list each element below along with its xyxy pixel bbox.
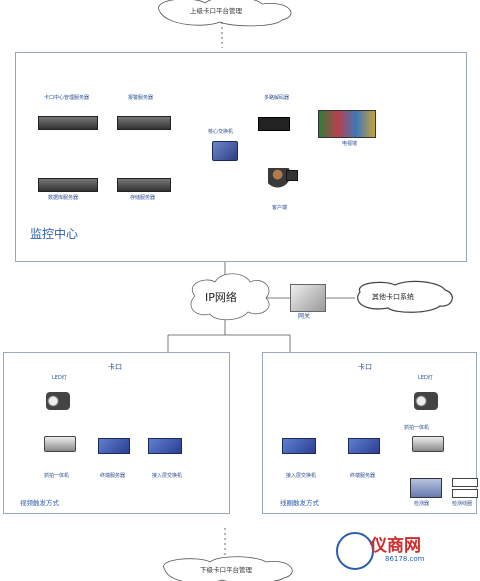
alarm-server-label: 报警服务器 xyxy=(128,95,154,101)
right-site-title: 卡口 xyxy=(358,363,372,371)
right-coil-icon-bottom xyxy=(452,489,478,498)
right-coil-label: 检测线圈 xyxy=(452,501,473,507)
center-mgmt-server-label: 卡口中心管理服务器 xyxy=(44,95,90,101)
left-camera-icon xyxy=(44,436,76,452)
client-label: 客户端 xyxy=(272,205,288,211)
alarm-server-icon xyxy=(117,116,171,130)
tv-wall-icon xyxy=(318,110,376,138)
left-access-switch-icon xyxy=(148,438,182,454)
right-led-label: LED灯 xyxy=(418,375,433,381)
right-detector-icon xyxy=(410,478,442,498)
right-coil-icon-top xyxy=(452,478,478,487)
client-monitor-icon xyxy=(286,170,298,181)
tv-wall-label: 电视墙 xyxy=(342,141,358,147)
right-camera-label: 抓拍一体机 xyxy=(404,425,430,431)
database-server-icon xyxy=(38,178,98,192)
database-server-label: 数据库服务器 xyxy=(48,195,79,201)
monitoring-center-title: 监控中心 xyxy=(30,227,79,241)
ip-network-label: IP网络 xyxy=(205,291,237,304)
left-site-mode: 视频触发方式 xyxy=(20,499,59,507)
other-cloud-shape xyxy=(357,280,453,313)
gateway-icon xyxy=(290,284,326,312)
storage-server-label: 存储服务器 xyxy=(130,195,156,201)
decoder-label: 多路解码器 xyxy=(264,95,290,101)
left-terminal-icon xyxy=(98,438,130,454)
right-site-mode: 线圈触发方式 xyxy=(280,499,319,507)
right-access-switch-icon xyxy=(282,438,316,454)
decoder-icon xyxy=(258,117,290,131)
core-switch-label: 核心交换机 xyxy=(208,129,234,135)
watermark-url: 86178.com xyxy=(385,555,425,563)
watermark-logo-icon xyxy=(336,532,374,570)
left-led-label: LED灯 xyxy=(52,375,67,381)
right-camera-icon xyxy=(412,436,444,452)
left-camera-label: 抓拍一体机 xyxy=(44,473,70,479)
storage-server-icon xyxy=(117,178,171,192)
center-mgmt-server-icon xyxy=(38,116,98,130)
monitoring-center-box xyxy=(15,52,467,262)
right-terminal-label: 终端服务器 xyxy=(350,473,376,479)
right-terminal-icon xyxy=(348,438,380,454)
gateway-label: 网关 xyxy=(298,313,311,320)
top-cloud-label: 上级卡口平台管理 xyxy=(190,7,242,15)
left-terminal-label: 终端服务器 xyxy=(100,473,126,479)
left-access-switch-label: 接入层交换机 xyxy=(152,473,183,479)
core-switch-icon xyxy=(212,141,238,161)
top-cloud-shape xyxy=(158,0,292,27)
right-site-box xyxy=(262,352,477,514)
right-led-icon xyxy=(414,392,438,410)
left-site-box xyxy=(3,352,230,514)
right-access-switch-label: 接入层交换机 xyxy=(286,473,317,479)
bottom-cloud-label: 下级卡口平台管理 xyxy=(200,566,252,574)
watermark-brand: 仪商网 xyxy=(370,536,421,556)
other-systems-label: 其他卡口系统 xyxy=(372,293,414,301)
right-detector-label: 检测器 xyxy=(414,501,430,507)
left-site-title: 卡口 xyxy=(108,363,122,371)
bottom-cloud-shape xyxy=(163,556,293,581)
left-led-icon xyxy=(46,392,70,410)
